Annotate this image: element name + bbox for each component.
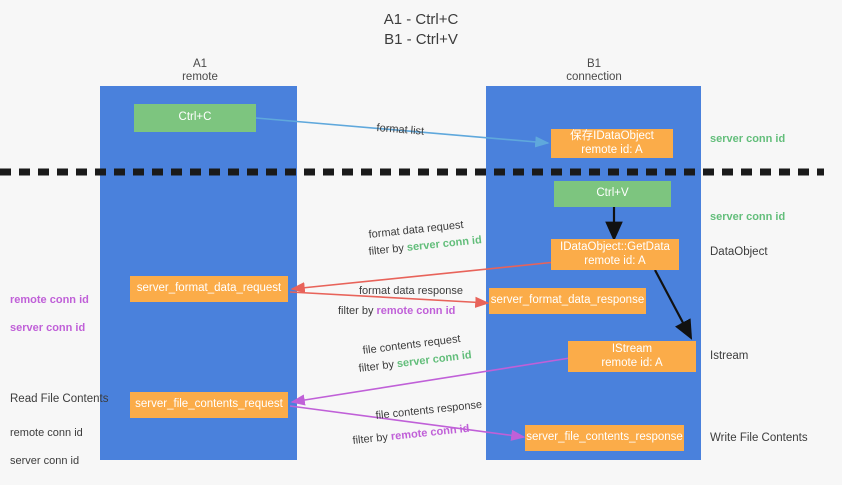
edge-label-format-data-response-line2: filter by remote conn id: [338, 305, 455, 317]
node-server-file-contents-request[interactable]: server_file_contents_request: [130, 392, 288, 418]
filter-by-text: filter by: [338, 305, 377, 317]
remote-conn-id-label: remote conn id: [10, 427, 83, 439]
right-label-write-file-contents: Write File Contents: [710, 432, 808, 444]
right-label-server-conn-id-mid: server conn id: [710, 211, 786, 223]
column-header-b1: B1 connection: [566, 58, 622, 83]
filter-by-text: filter by: [358, 358, 398, 375]
left-label-conn-ids-mid: remote conn id server conn id: [10, 279, 89, 335]
right-label-istream: Istream: [710, 350, 749, 362]
edge-label-file-contents-response-line2: filter by remote conn id: [352, 423, 470, 447]
edge-label-file-contents-response-line1: file contents response: [375, 398, 483, 422]
left-label-conn-ids-bottom: remote conn id server conn id: [10, 412, 83, 468]
left-label-read-file-contents: Read File Contents: [10, 393, 109, 405]
edge-label-format-data-response-line1: format data response: [359, 285, 463, 297]
server-conn-id-key: server conn id: [396, 349, 473, 371]
node-ctrl-c[interactable]: Ctrl+C: [134, 104, 256, 132]
server-conn-id-label: server conn id: [10, 322, 86, 334]
remote-conn-id-key: remote conn id: [376, 305, 456, 317]
node-istream[interactable]: IStream remote id: A: [568, 341, 696, 372]
filter-by-text: filter by: [352, 430, 392, 447]
edge-label-format-list: format list: [376, 122, 425, 138]
node-ctrl-v[interactable]: Ctrl+V: [554, 181, 671, 207]
remote-conn-id-key: remote conn id: [390, 422, 470, 443]
server-conn-id-key: server conn id: [406, 234, 483, 254]
node-server-file-contents-response[interactable]: server_file_contents_response: [525, 425, 684, 451]
node-save-dataobject[interactable]: 保存IDataObject remote id: A: [551, 129, 673, 158]
column-header-a1: A1 remote: [182, 58, 218, 83]
node-server-format-data-response[interactable]: server_format_data_response: [489, 288, 646, 314]
filter-by-text: filter by: [368, 241, 408, 258]
server-conn-id-label: server conn id: [10, 455, 80, 467]
page-title: A1 - Ctrl+C B1 - Ctrl+V: [383, 11, 459, 48]
right-label-dataobject: DataObject: [710, 246, 768, 258]
remote-conn-id-label: remote conn id: [10, 294, 89, 306]
right-label-server-conn-id-top: server conn id: [710, 133, 786, 145]
node-server-format-data-request[interactable]: server_format_data_request: [130, 276, 288, 302]
node-getdata[interactable]: IDataObject::GetData remote id: A: [551, 239, 679, 270]
